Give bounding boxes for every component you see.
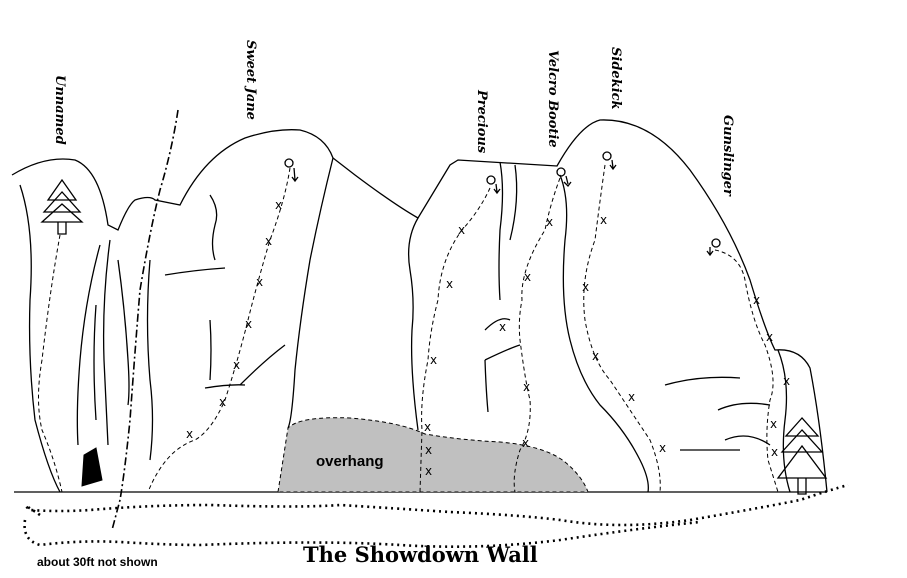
tree-icon: [776, 417, 828, 495]
bolt-marker: x: [458, 223, 465, 237]
precious-crack-1: [498, 161, 504, 301]
bolt-marker: x: [582, 280, 589, 294]
precious-flake: [484, 318, 511, 331]
bolt-marker: x: [523, 380, 530, 394]
route-label-sidekick: Sidekick: [608, 47, 623, 110]
bolt-marker: x: [546, 215, 553, 229]
left-crack-1: [76, 244, 101, 446]
bolt-marker: x: [766, 330, 773, 344]
bolt-marker: x: [600, 213, 607, 227]
left-crack-2: [102, 239, 111, 446]
wall-skyline: [11, 119, 828, 493]
route-gunslinger: [714, 249, 779, 493]
anchor-icon: [602, 151, 617, 171]
bolt-marker: x: [592, 349, 599, 363]
sweet-jane-crack: [239, 344, 286, 386]
gunslinger-flake: [717, 402, 771, 411]
route-label-sweet-jane: Sweet Jane: [243, 40, 258, 120]
bolt-marker: x: [265, 234, 272, 248]
sweet-jane-ledge: [164, 267, 226, 276]
route-label-precious: Precious: [474, 89, 489, 154]
bolt-marker: x: [233, 358, 240, 372]
bolt-marker: x: [524, 270, 531, 284]
bolt-marker: x: [753, 293, 760, 307]
note-text: about 30ft not shown: [37, 555, 158, 569]
overhang-region: [277, 417, 589, 493]
bolt-marker: x: [256, 275, 263, 289]
left-crack-4: [93, 304, 97, 421]
left-crack-3: [117, 259, 130, 406]
lower-trail: [23, 519, 701, 548]
bolt-marker: x: [499, 320, 506, 334]
precious-pillar-left: [407, 217, 419, 431]
bolt-marker: x: [770, 417, 777, 431]
anchor-icon: [486, 175, 501, 195]
bolt-marker: x: [771, 445, 778, 459]
left-pillar-outline: [19, 184, 61, 493]
sidekick-ledge: [664, 376, 741, 386]
route-sidekick: [583, 164, 661, 493]
sweet-jane-arete: [209, 194, 218, 261]
bolt-marker: x: [425, 443, 432, 457]
bolt-marker: x: [219, 395, 226, 409]
bolt-marker: x: [522, 436, 529, 450]
bolt-marker: x: [425, 464, 432, 478]
left-corner: [146, 259, 154, 461]
main-dihedral: [287, 157, 334, 429]
bolt-marker: x: [446, 277, 453, 291]
bolt-marker: x: [245, 317, 252, 331]
precious-flake-2: [484, 344, 521, 361]
route-label-velcro-bootie: Velcro Bootie: [545, 50, 560, 148]
anchor-icon: [706, 238, 721, 257]
gunslinger-flake-2: [724, 435, 771, 446]
route-sweet-jane: [147, 167, 291, 493]
anchor-icon: [284, 158, 299, 183]
sweet-jane-flake: [209, 319, 212, 381]
bolt-marker: x: [430, 353, 437, 367]
diagram-title: The Showdown Wall: [303, 542, 538, 567]
base-trail: [24, 483, 849, 527]
bolt-marker: x: [628, 390, 635, 404]
sweet-jane-ledge-2: [204, 384, 246, 389]
route-label-gunslinger: Gunslinger: [720, 115, 735, 197]
approach-block: [81, 447, 103, 487]
boundary-line: [111, 109, 179, 531]
anchor-icon: [556, 167, 572, 187]
right-buttress: [777, 349, 791, 493]
bolt-marker: x: [783, 374, 790, 388]
bolt-marker: x: [275, 198, 282, 212]
route-label-unnamed: Unnamed: [52, 75, 67, 145]
route-velcro-bootie: [513, 177, 561, 493]
velcro-corner: [559, 174, 649, 493]
route-precious: [419, 187, 491, 493]
bolt-marker: x: [424, 420, 431, 434]
bolt-marker: x: [186, 427, 193, 441]
tree-icon: [40, 178, 84, 235]
precious-crack-2: [509, 164, 518, 241]
route-unnamed: [38, 234, 63, 493]
bolt-marker: x: [659, 441, 666, 455]
precious-flake-3: [484, 359, 489, 413]
overhang-label: overhang: [316, 453, 384, 470]
